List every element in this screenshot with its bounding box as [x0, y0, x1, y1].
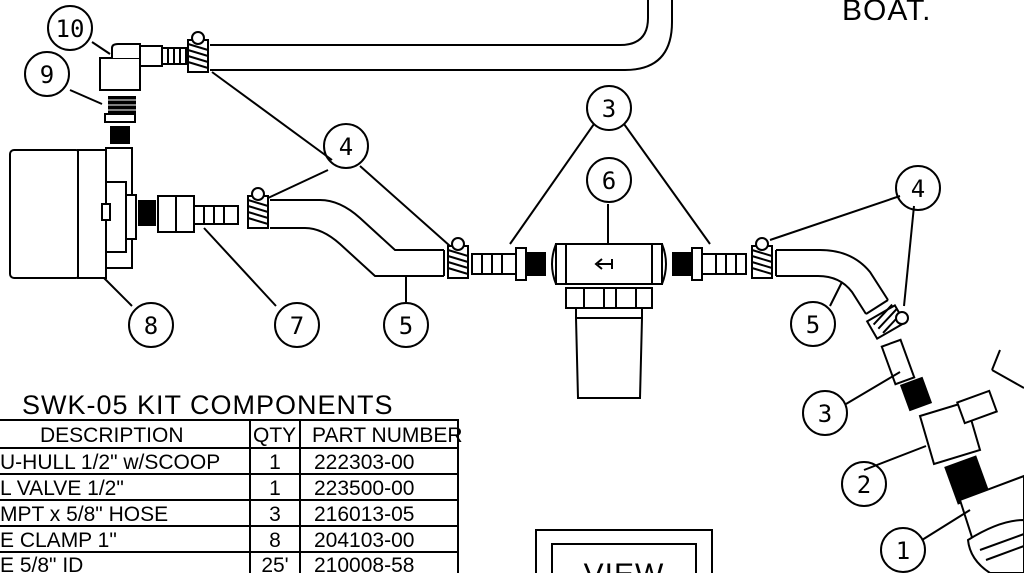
pump-fitting — [157, 195, 239, 233]
pipe-nipple — [104, 96, 136, 144]
hose-right — [775, 249, 889, 315]
svg-text:U-HULL 1/2" w/SCOOP: U-HULL 1/2" w/SCOOP — [0, 451, 220, 474]
svg-text:3: 3 — [269, 503, 281, 526]
callout-9: 9 — [24, 51, 70, 97]
callout-8: 8 — [128, 302, 174, 348]
svg-text:5: 5 — [806, 311, 820, 339]
svg-text:10: 10 — [56, 15, 85, 43]
callout-1: 1 — [880, 527, 926, 573]
note-boat: BOAT. — [842, 0, 931, 27]
callout-4a: 4 — [323, 123, 369, 169]
callout-7: 7 — [274, 302, 320, 348]
hose-clamp-mid-right — [751, 237, 773, 279]
callout-5a: 5 — [383, 302, 429, 348]
strainer — [551, 243, 667, 399]
callout-2: 2 — [841, 461, 887, 507]
svg-text:L VALVE 1/2": L VALVE 1/2" — [0, 477, 124, 500]
svg-text:25': 25' — [261, 554, 288, 573]
svg-text:222303-00: 222303-00 — [314, 451, 414, 474]
table-title: SWK-05 KIT COMPONENTS — [22, 390, 394, 420]
view-box: VIEW — [535, 529, 713, 573]
hose-barb-left — [471, 247, 546, 281]
callout-10: 10 — [47, 5, 93, 51]
svg-text:6: 6 — [602, 167, 616, 195]
svg-text:MPT x 5/8" HOSE: MPT x 5/8" HOSE — [0, 503, 168, 526]
callout-6: 6 — [586, 157, 632, 203]
valve-assembly — [880, 338, 1024, 573]
hose-left — [270, 199, 445, 277]
svg-text:1: 1 — [269, 477, 281, 500]
svg-text:204103-00: 204103-00 — [314, 529, 414, 552]
table-row: E 5/8" ID 25' 210008-58 — [0, 554, 414, 573]
hose-clamp-lower-right — [865, 303, 909, 341]
hose-clamp-top — [187, 31, 209, 73]
svg-text:210008-58: 210008-58 — [314, 554, 414, 573]
table-row: U-HULL 1/2" w/SCOOP 1 222303-00 — [0, 451, 414, 474]
svg-text:9: 9 — [40, 61, 54, 89]
top-hose — [210, 0, 673, 71]
svg-text:216013-05: 216013-05 — [314, 503, 414, 526]
svg-text:4: 4 — [911, 175, 925, 203]
header-part-number: PART NUMBER — [312, 424, 463, 447]
svg-text:223500-00: 223500-00 — [314, 477, 414, 500]
svg-text:2: 2 — [857, 471, 871, 499]
svg-text:8: 8 — [269, 529, 281, 552]
table-row: L VALVE 1/2" 1 223500-00 — [0, 477, 414, 500]
svg-text:4: 4 — [339, 133, 353, 161]
svg-text:7: 7 — [290, 312, 304, 340]
svg-text:E CLAMP 1": E CLAMP 1" — [0, 529, 117, 552]
svg-text:1: 1 — [896, 537, 910, 565]
leader-lines — [69, 41, 971, 541]
svg-text:1: 1 — [269, 451, 281, 474]
header-qty: QTY — [253, 424, 296, 447]
callout-5b: 5 — [790, 301, 836, 347]
hose-clamp-left — [247, 187, 269, 229]
callouts: 10 9 4 3 6 4 8 7 5 5 3 2 1 — [24, 5, 941, 573]
hose-barb-right — [672, 247, 747, 281]
view-label: VIEW — [584, 558, 665, 573]
hose-clamp-mid-left — [447, 237, 469, 279]
elbow-fitting — [99, 43, 187, 91]
pump — [9, 147, 156, 279]
svg-text:3: 3 — [818, 400, 832, 428]
svg-text:3: 3 — [602, 95, 616, 123]
kit-components-table: SWK-05 KIT COMPONENTS DESCRIPTION QTY PA… — [0, 390, 463, 573]
svg-text:E 5/8" ID: E 5/8" ID — [0, 554, 83, 573]
callout-4b: 4 — [895, 165, 941, 211]
table-row: E CLAMP 1" 8 204103-00 — [0, 529, 414, 552]
svg-text:5: 5 — [399, 312, 413, 340]
table-row: MPT x 5/8" HOSE 3 216013-05 — [0, 503, 414, 526]
header-description: DESCRIPTION — [40, 424, 184, 447]
callout-3b: 3 — [802, 390, 848, 436]
callout-3a: 3 — [586, 85, 632, 131]
svg-text:8: 8 — [144, 312, 158, 340]
